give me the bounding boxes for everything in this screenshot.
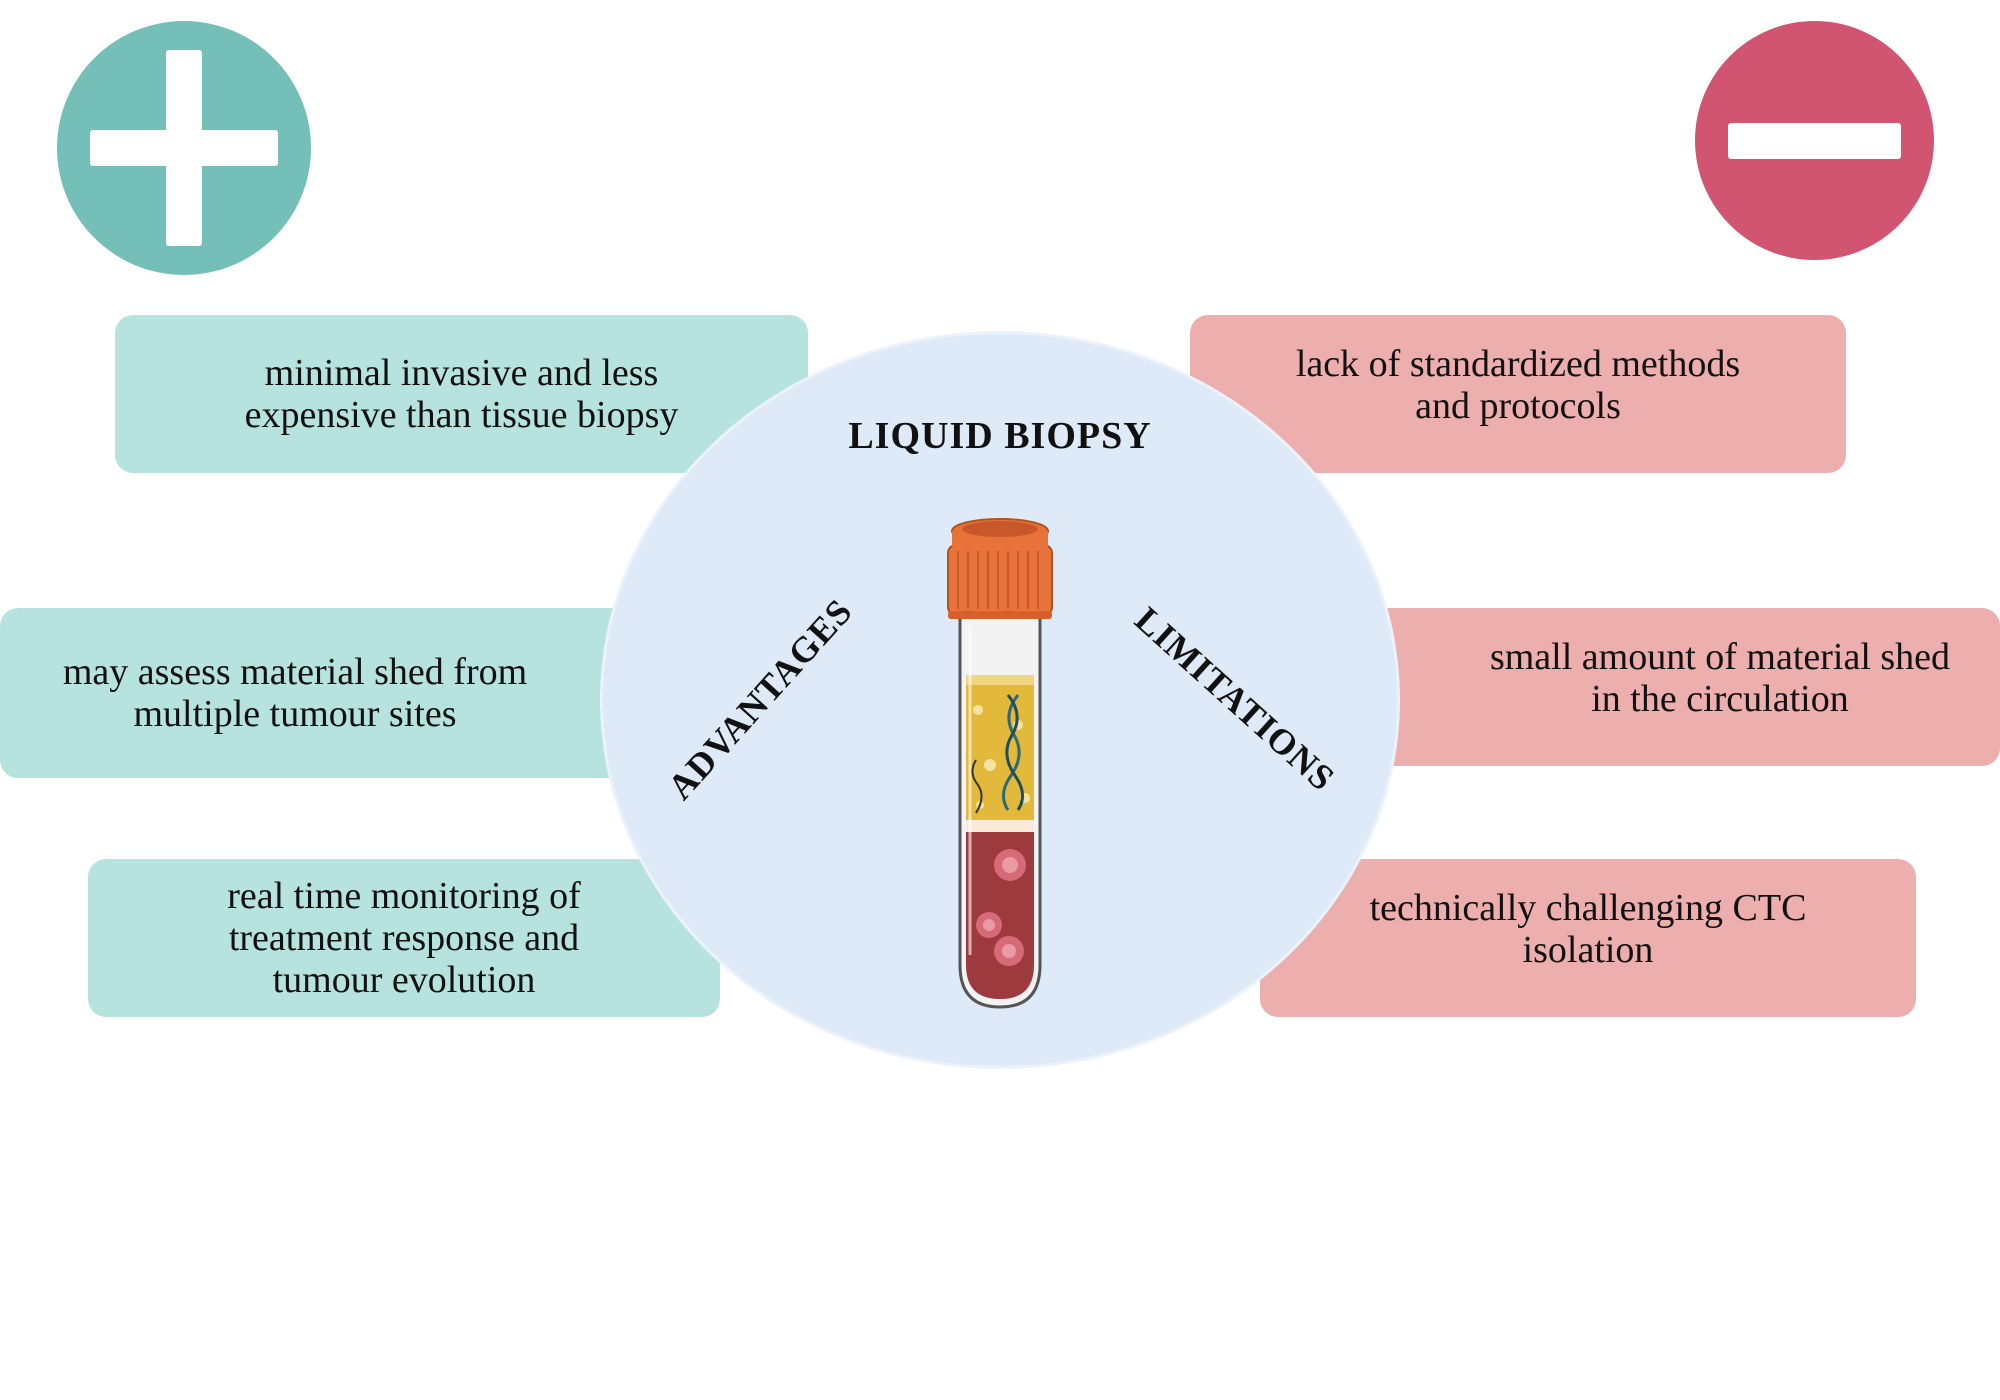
advantage-card-2: may assess material shed from multiple t… [0,608,650,778]
limitation-card-2: small amount of material shed in the cir… [1340,608,2000,766]
limitation-text-2: small amount of material shed in the cir… [1489,636,1951,720]
advantage-text-1: minimal invasive and less expensive than… [244,352,679,436]
advantage-text-2: may assess material shed from multiple t… [62,651,528,735]
advantage-card-1: minimal invasive and less expensive than… [115,315,808,473]
diagram-title: LIQUID BIOPSY [848,415,1152,457]
limitation-text-3: technically challenging CTC isolation [1369,887,1807,971]
limitation-text-1: lack of standardized methods and protoco… [1295,343,1741,427]
plus-icon [57,21,311,275]
minus-icon [1695,21,1934,260]
advantage-card-3: real time monitoring of treatment respon… [88,859,720,1017]
blood-test-tube-icon [947,518,1053,1009]
limitation-card-3: technically challenging CTC isolation [1260,859,1916,1017]
advantage-text-3: real time monitoring of treatment respon… [227,875,581,1001]
limitation-card-1: lack of standardized methods and protoco… [1190,315,1846,473]
